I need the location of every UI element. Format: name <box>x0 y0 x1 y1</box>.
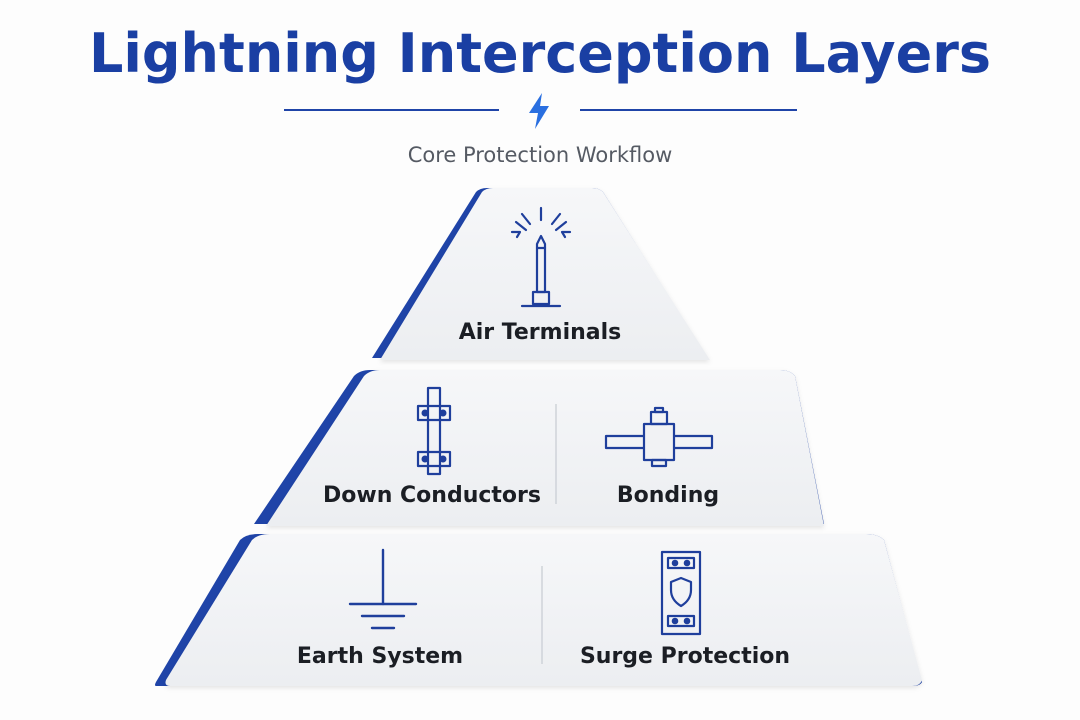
layer-label-surge-protection: Surge Protection <box>579 644 791 669</box>
down-conductor-icon <box>416 386 452 476</box>
layer-label-bonding: Bonding <box>616 483 720 508</box>
layer-middle <box>254 370 824 526</box>
layer-label-air-terminals: Air Terminals <box>458 320 622 345</box>
lightning-bolt-icon <box>529 93 549 129</box>
layer-label-down-conductors: Down Conductors <box>323 483 541 508</box>
air-terminal-icon <box>510 206 572 308</box>
page-title: Lightning Interception Layers <box>88 22 992 85</box>
bonding-icon <box>604 406 714 468</box>
title-divider-right <box>580 109 797 111</box>
earth-ground-icon <box>348 548 418 630</box>
title-divider-left <box>284 109 499 111</box>
layer-label-earth-system: Earth System <box>296 644 464 669</box>
surge-protection-icon <box>660 550 702 636</box>
layer-bottom <box>155 534 922 686</box>
subtitle: Core Protection Workflow <box>407 143 673 167</box>
